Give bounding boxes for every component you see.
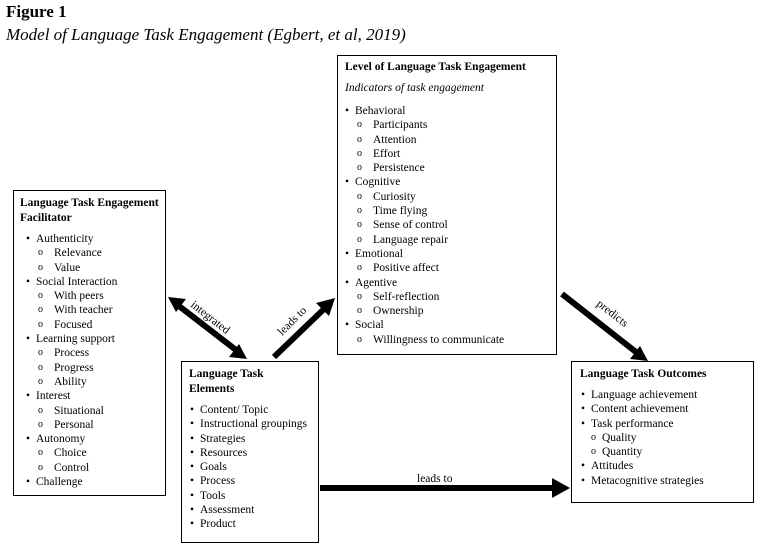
list-item: Content/ Topic: [190, 403, 311, 418]
list-subitem: Quantity: [581, 445, 745, 460]
list-item: Agentive: [345, 276, 549, 291]
list-subitem: Personal: [26, 418, 159, 433]
list-item: Instructional groupings: [190, 417, 311, 432]
elements-list: Content/ Topic Instructional groupings S…: [190, 403, 311, 532]
list-item: Strategies: [190, 432, 311, 447]
list-subitem: Value: [26, 261, 159, 276]
list-item: Task performance: [581, 417, 745, 432]
list-subitem: Ability: [26, 375, 159, 390]
list-item: Autonomy: [26, 432, 159, 447]
list-item: Social Interaction: [26, 275, 159, 290]
list-subitem: Participants: [345, 118, 549, 133]
facilitator-box: Language Task Engagement Facilitator Aut…: [13, 190, 166, 496]
list-item: Content achievement: [581, 402, 745, 417]
list-subitem: Relevance: [26, 246, 159, 261]
integrated-arrow: [168, 297, 247, 359]
list-subitem: With teacher: [26, 303, 159, 318]
list-item: Process: [190, 474, 311, 489]
predicts-arrow: [560, 291, 648, 361]
leads-to-right-arrow: [320, 478, 570, 498]
list-item: Learning support: [26, 332, 159, 347]
list-item: Metacognitive strategies: [581, 474, 745, 489]
list-subitem: Persistence: [345, 161, 549, 176]
list-subitem: Curiosity: [345, 190, 549, 205]
list-subitem: Effort: [345, 147, 549, 162]
elements-title: Language Task Elements: [189, 368, 264, 395]
list-item: Attitudes: [581, 459, 745, 474]
list-subitem: Ownership: [345, 304, 549, 319]
list-subitem: Language repair: [345, 233, 549, 248]
outcomes-title: Language Task Outcomes: [580, 368, 707, 380]
facilitator-title: Language Task Engagement Facilitator: [20, 197, 159, 224]
list-subitem: Attention: [345, 133, 549, 148]
list-subitem: Time flying: [345, 204, 549, 219]
facilitator-list: Authenticity Relevance Value Social Inte…: [26, 232, 159, 490]
list-item: Resources: [190, 446, 311, 461]
engagement-title: Level of Language Task Engagement: [345, 61, 526, 73]
list-subitem: Sense of control: [345, 218, 549, 233]
list-item: Product: [190, 517, 311, 532]
list-subitem: Progress: [26, 361, 159, 376]
list-item: Authenticity: [26, 232, 159, 247]
leads-to-up-arrow: [271, 298, 335, 360]
list-subitem: Control: [26, 461, 159, 476]
list-subitem: Choice: [26, 446, 159, 461]
list-item: Language achievement: [581, 388, 745, 403]
list-subitem: With peers: [26, 289, 159, 304]
list-subitem: Focused: [26, 318, 159, 333]
outcomes-box: Language Task Outcomes Language achievem…: [571, 361, 754, 503]
figure-caption: Model of Language Task Engagement (Egber…: [6, 25, 406, 44]
list-subitem: Situational: [26, 404, 159, 419]
list-item: Goals: [190, 460, 311, 475]
list-item: Social: [345, 318, 549, 333]
list-item: Tools: [190, 489, 311, 504]
list-item: Assessment: [190, 503, 311, 518]
list-item: Behavioral: [345, 104, 549, 119]
list-subitem: Willingness to communicate: [345, 333, 549, 348]
list-item: Emotional: [345, 247, 549, 262]
engagement-subtitle: Indicators of task engagement: [345, 82, 484, 94]
list-item: Challenge: [26, 475, 159, 490]
engagement-box: Level of Language Task Engagement Indica…: [337, 55, 557, 355]
outcomes-list: Language achievement Content achievement…: [581, 388, 745, 488]
list-subitem: Self-reflection: [345, 290, 549, 305]
elements-box: Language Task Elements Content/ Topic In…: [181, 361, 319, 543]
list-item: Interest: [26, 389, 159, 404]
figure-label: Figure 1: [6, 2, 67, 21]
list-subitem: Quality: [581, 431, 745, 446]
engagement-list: Behavioral Participants Attention Effort…: [345, 104, 549, 347]
list-item: Cognitive: [345, 175, 549, 190]
leads-to-right-label: leads to: [417, 473, 453, 485]
leads-to-up-label: leads to: [276, 304, 310, 338]
list-subitem: Process: [26, 346, 159, 361]
list-subitem: Positive affect: [345, 261, 549, 276]
